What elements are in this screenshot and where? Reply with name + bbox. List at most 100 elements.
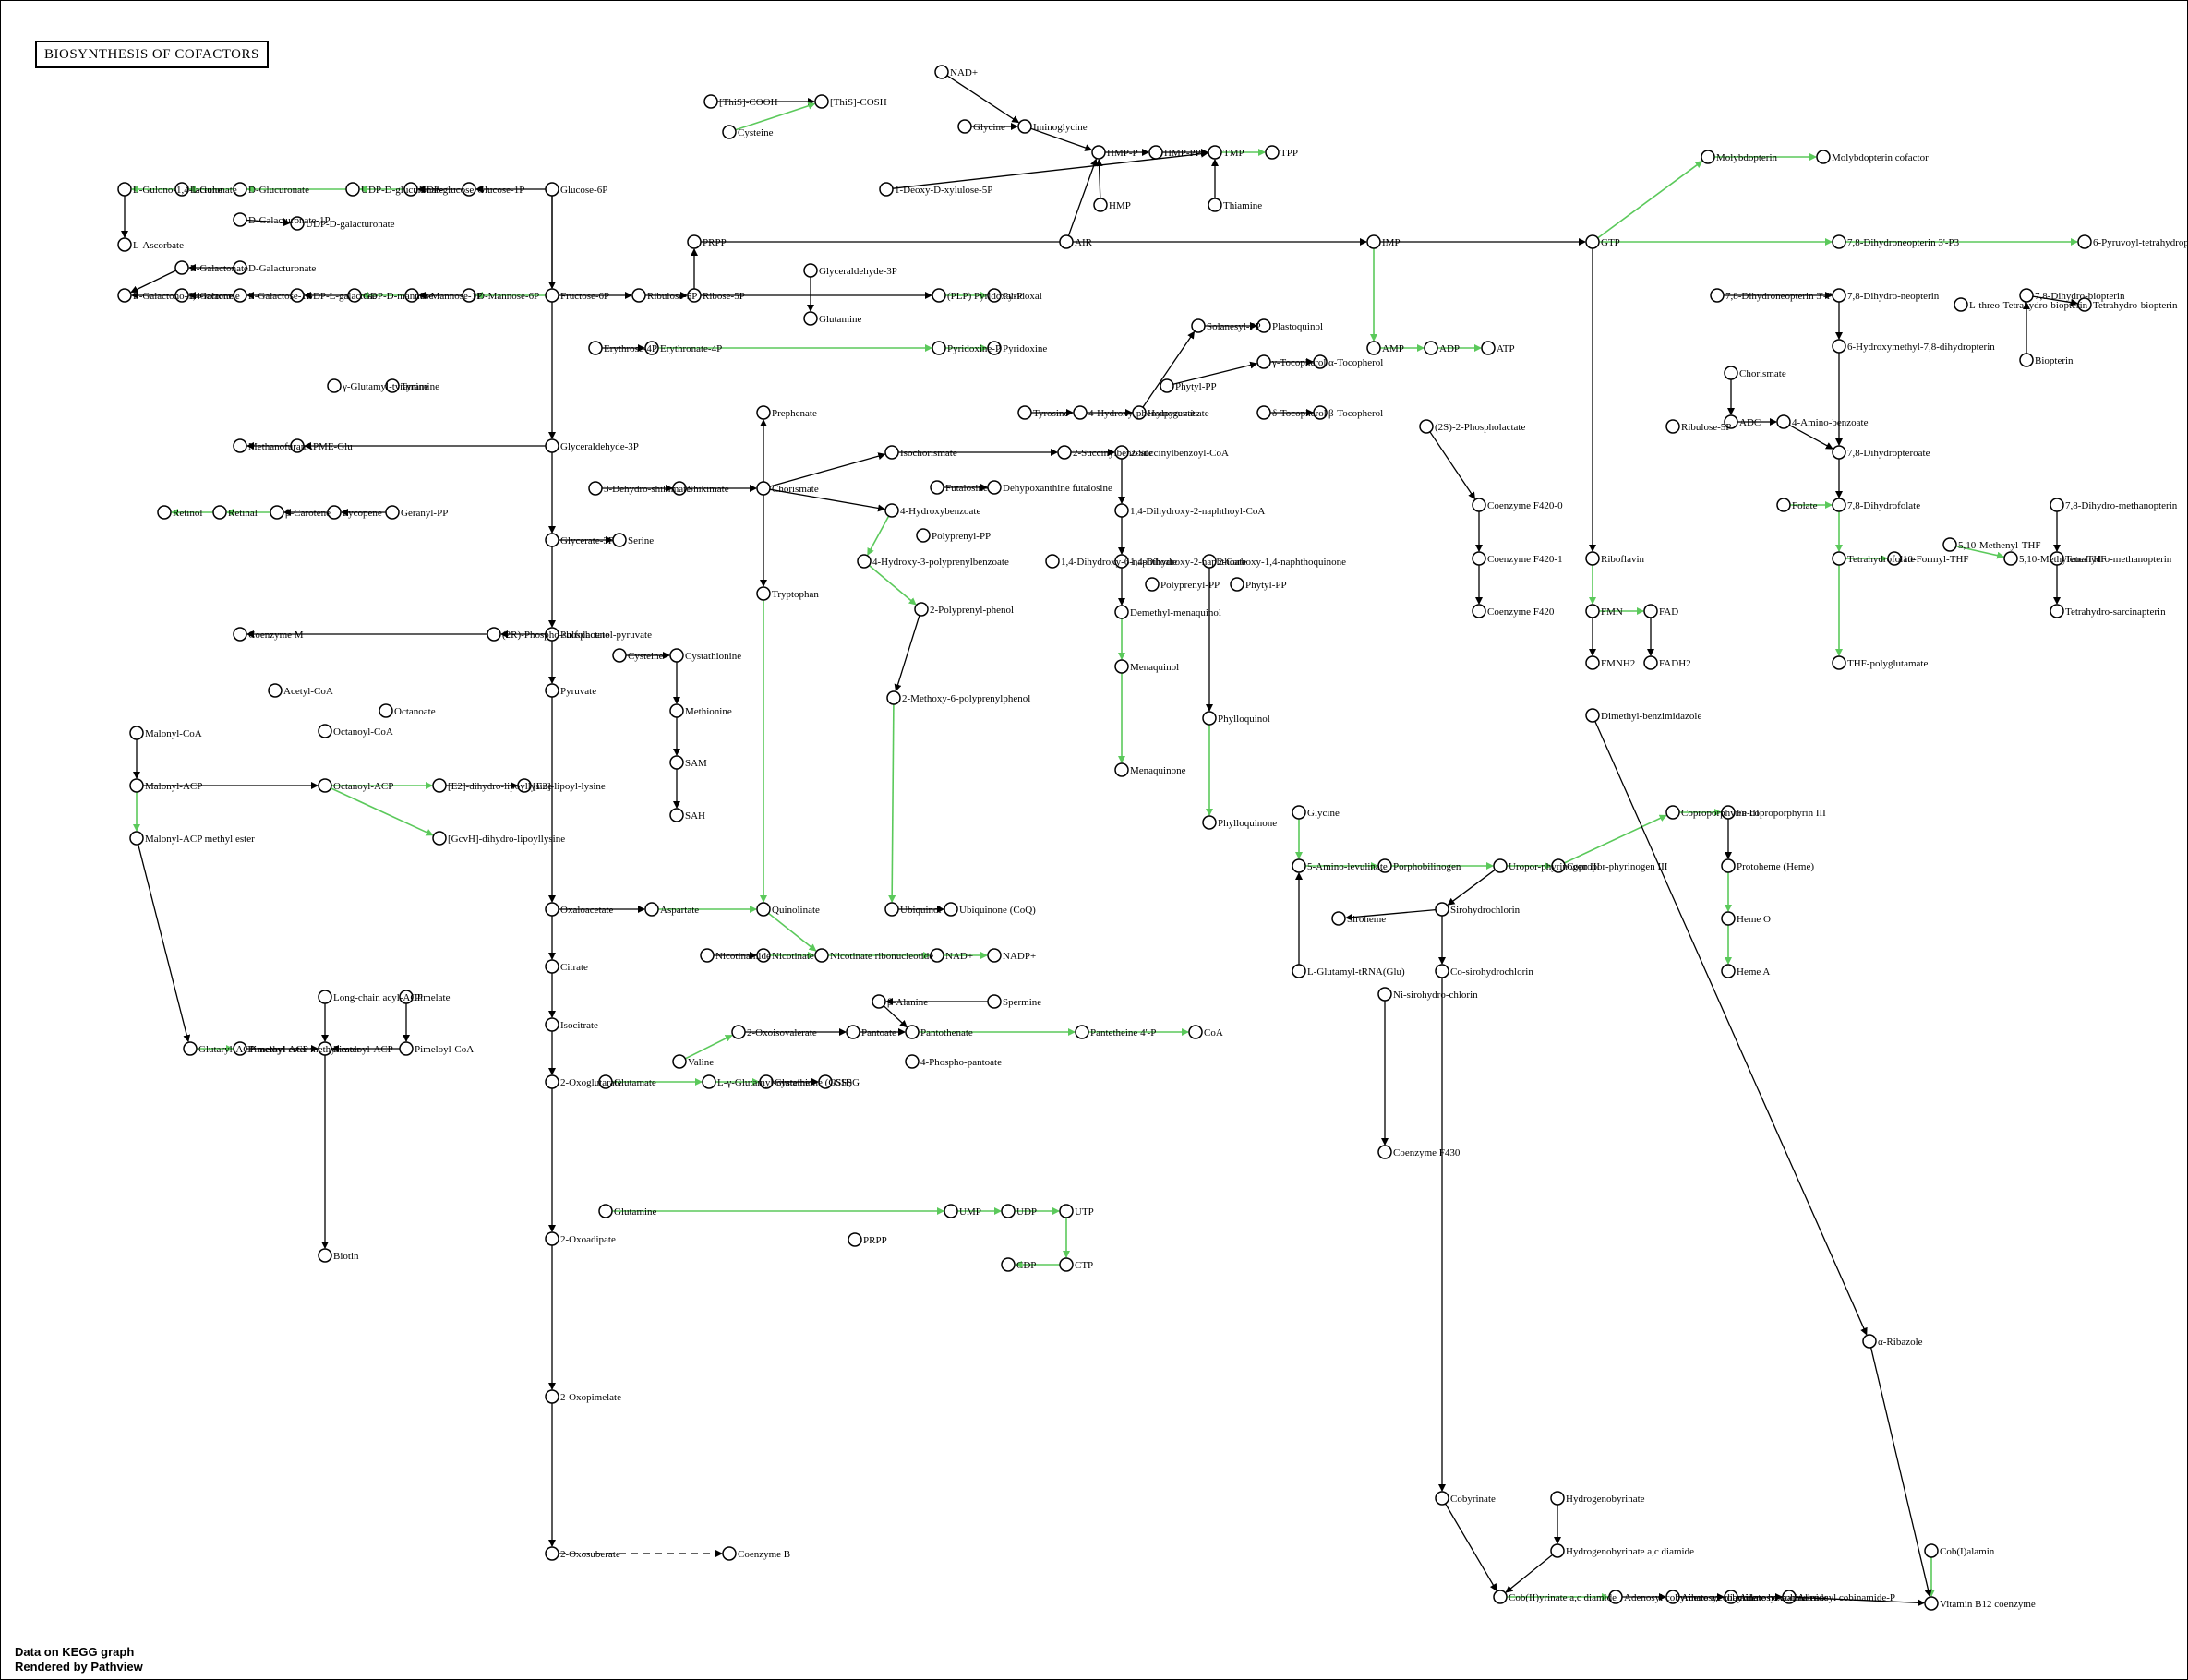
compound-node[interactable] (756, 481, 771, 496)
compound-node[interactable] (612, 533, 627, 547)
compound-node[interactable] (1377, 1145, 1392, 1159)
compound-node[interactable] (1724, 1590, 1738, 1604)
compound-node[interactable] (347, 288, 362, 303)
compound-node[interactable] (644, 341, 659, 355)
compound-node[interactable] (1091, 145, 1106, 160)
compound-node[interactable] (1377, 987, 1392, 1002)
compound-node[interactable] (1472, 604, 1486, 618)
compound-node[interactable] (183, 1041, 198, 1056)
compound-node[interactable] (1832, 551, 1846, 566)
compound-node[interactable] (669, 808, 684, 822)
compound-node[interactable] (687, 234, 702, 249)
compound-node[interactable] (2019, 288, 2034, 303)
compound-node[interactable] (1493, 1590, 1508, 1604)
compound-node[interactable] (702, 1074, 716, 1089)
compound-node[interactable] (1924, 1543, 1939, 1558)
compound-node[interactable] (1114, 503, 1129, 518)
compound-node[interactable] (1292, 805, 1306, 820)
compound-node[interactable] (270, 505, 284, 520)
compound-node[interactable] (612, 648, 627, 663)
compound-node[interactable] (846, 1025, 860, 1039)
compound-node[interactable] (290, 288, 305, 303)
compound-node[interactable] (129, 778, 144, 793)
compound-node[interactable] (233, 288, 247, 303)
compound-node[interactable] (157, 505, 172, 520)
compound-node[interactable] (174, 182, 189, 197)
compound-node[interactable] (1924, 1596, 1939, 1611)
compound-node[interactable] (1191, 318, 1206, 333)
compound-node[interactable] (233, 182, 247, 197)
compound-node[interactable] (117, 182, 132, 197)
compound-node[interactable] (1424, 341, 1438, 355)
compound-node[interactable] (1001, 1204, 1016, 1218)
compound-node[interactable] (2050, 551, 2064, 566)
compound-node[interactable] (318, 1248, 332, 1263)
compound-node[interactable] (1073, 405, 1088, 420)
compound-node[interactable] (672, 481, 687, 496)
compound-node[interactable] (987, 288, 1002, 303)
compound-node[interactable] (598, 1074, 613, 1089)
compound-node[interactable] (1160, 378, 1174, 393)
compound-node[interactable] (914, 602, 929, 617)
compound-node[interactable] (385, 378, 400, 393)
compound-node[interactable] (803, 263, 818, 278)
compound-node[interactable] (644, 902, 659, 917)
compound-node[interactable] (233, 627, 247, 642)
compound-node[interactable] (756, 948, 771, 963)
compound-node[interactable] (703, 94, 718, 109)
compound-node[interactable] (545, 1546, 559, 1561)
compound-node[interactable] (2003, 551, 2018, 566)
compound-node[interactable] (1724, 366, 1738, 380)
compound-node[interactable] (884, 503, 899, 518)
compound-node[interactable] (1832, 445, 1846, 460)
compound-node[interactable] (385, 505, 400, 520)
compound-node[interactable] (1256, 318, 1271, 333)
compound-node[interactable] (1313, 405, 1328, 420)
compound-node[interactable] (174, 288, 189, 303)
compound-node[interactable] (1132, 405, 1147, 420)
compound-node[interactable] (669, 648, 684, 663)
compound-node[interactable] (1377, 858, 1392, 873)
compound-node[interactable] (233, 1041, 247, 1056)
compound-node[interactable] (814, 94, 829, 109)
compound-node[interactable] (631, 288, 646, 303)
compound-node[interactable] (1256, 405, 1271, 420)
compound-node[interactable] (1724, 414, 1738, 429)
compound-node[interactable] (1954, 297, 1968, 312)
compound-node[interactable] (672, 1054, 687, 1069)
compound-node[interactable] (404, 288, 419, 303)
compound-node[interactable] (2077, 297, 2092, 312)
compound-node[interactable] (545, 438, 559, 453)
compound-node[interactable] (987, 994, 1002, 1009)
compound-node[interactable] (814, 948, 829, 963)
compound-node[interactable] (290, 216, 305, 231)
compound-node[interactable] (2050, 498, 2064, 512)
compound-node[interactable] (1059, 234, 1074, 249)
compound-node[interactable] (1721, 911, 1736, 926)
compound-node[interactable] (1093, 198, 1108, 212)
compound-node[interactable] (399, 990, 414, 1004)
compound-node[interactable] (1017, 405, 1032, 420)
compound-node[interactable] (818, 1074, 833, 1089)
compound-node[interactable] (318, 1041, 332, 1056)
compound-node[interactable] (731, 1025, 746, 1039)
compound-node[interactable] (1419, 419, 1434, 434)
compound-node[interactable] (379, 703, 393, 718)
compound-node[interactable] (1782, 1590, 1797, 1604)
compound-node[interactable] (1701, 150, 1715, 164)
compound-node[interactable] (174, 260, 189, 275)
compound-node[interactable] (886, 690, 901, 705)
compound-node[interactable] (669, 755, 684, 770)
compound-node[interactable] (318, 724, 332, 738)
compound-node[interactable] (848, 1232, 862, 1247)
compound-node[interactable] (1721, 964, 1736, 978)
compound-node[interactable] (545, 533, 559, 547)
compound-node[interactable] (879, 182, 894, 197)
compound-node[interactable] (1145, 577, 1160, 592)
compound-node[interactable] (545, 627, 559, 642)
compound-node[interactable] (129, 831, 144, 846)
compound-node[interactable] (1435, 902, 1449, 917)
compound-node[interactable] (957, 119, 972, 134)
compound-node[interactable] (1045, 554, 1060, 569)
compound-node[interactable] (759, 1074, 774, 1089)
